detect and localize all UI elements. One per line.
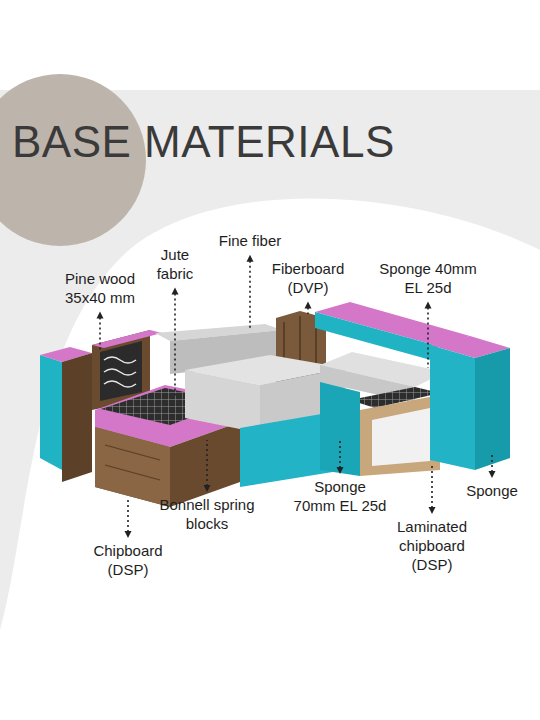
- sponge-chaise-side: [320, 382, 360, 476]
- leader-line: [99, 318, 101, 351]
- part-label: Pine wood 35x40 mm: [57, 270, 143, 308]
- leader-arrowhead: [204, 485, 211, 492]
- leader-arrowhead: [97, 312, 104, 319]
- part-label: Laminated chipboard (DSP): [387, 518, 477, 574]
- sponge-strip: [92, 330, 162, 348]
- leader-arrowhead: [337, 467, 344, 474]
- leader-arrowhead: [247, 255, 254, 262]
- sponge-arm: [430, 345, 475, 470]
- leader-line: [174, 294, 176, 399]
- part-label: Chipboard (DSP): [81, 542, 176, 580]
- leader-arrowhead: [172, 288, 179, 295]
- part-label: Sponge 70mm EL 25d: [292, 478, 388, 516]
- leader-arrowhead: [489, 471, 496, 478]
- laminated-box: [360, 395, 440, 476]
- wood-base-front: [95, 427, 170, 507]
- leader-arrowhead: [125, 531, 132, 538]
- wood-base: [95, 422, 240, 507]
- leader-line: [491, 455, 493, 472]
- box-opening: [372, 408, 430, 466]
- leader-arrowhead: [305, 302, 312, 309]
- wood-grain: [105, 445, 160, 480]
- sponge-arm-side: [475, 348, 510, 470]
- leader-line: [249, 261, 251, 330]
- part-label: Sponge: [460, 482, 524, 501]
- spring-coils: [104, 357, 136, 387]
- leader-arrowhead: [425, 302, 432, 309]
- leader-line: [431, 465, 433, 508]
- sponge-rail: [315, 312, 438, 362]
- leader-line: [339, 440, 341, 468]
- part-label: Jute fabric: [144, 246, 206, 284]
- background-swoosh: [0, 198, 540, 630]
- part-label: Bonnell spring blocks: [150, 496, 265, 534]
- sponge-arm: [40, 355, 62, 470]
- pine-frame-opening: [100, 341, 142, 401]
- chipboard-panel: [62, 353, 92, 482]
- leader-arrowhead: [429, 507, 436, 514]
- seat-cushion-side: [185, 370, 260, 433]
- part-label: Sponge 40mm EL 25d: [373, 260, 483, 298]
- page-title: BASE MATERIALS: [12, 120, 395, 164]
- leader-line: [206, 440, 208, 486]
- part-label: Fine fiber: [210, 232, 290, 251]
- leader-line: [427, 308, 429, 369]
- leader-line: [127, 498, 129, 532]
- part-label: Fiberboard (DVP): [261, 260, 356, 298]
